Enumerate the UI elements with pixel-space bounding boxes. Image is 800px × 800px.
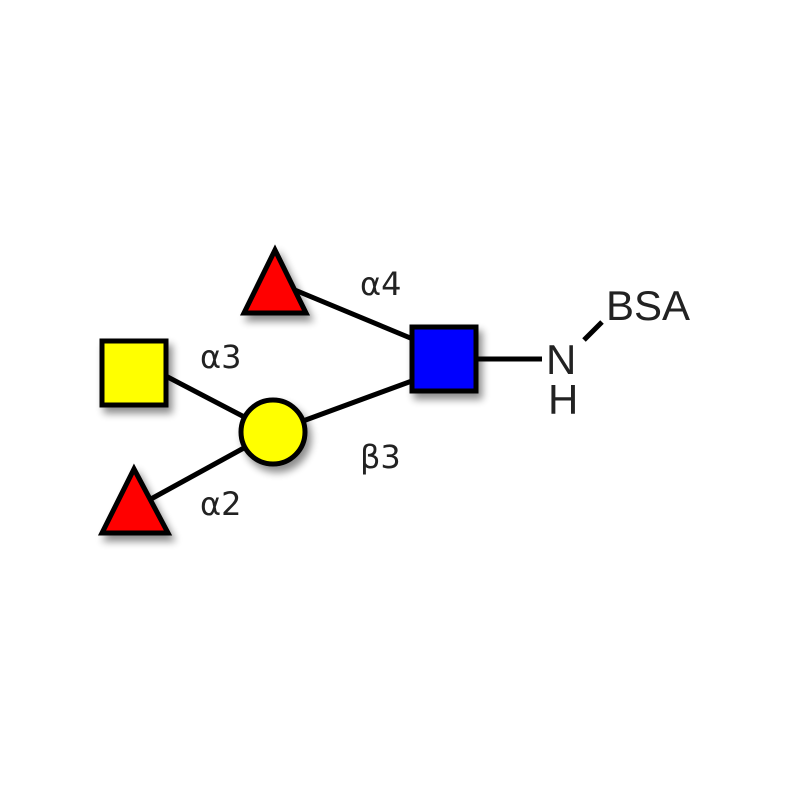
linkage-beta3: β3 <box>360 438 401 476</box>
linkage-alpha2: α2 <box>200 485 241 523</box>
fucose-triangle-bottom <box>97 463 173 536</box>
galnac-square <box>99 338 169 408</box>
bsa-label: BSA <box>606 282 690 329</box>
glcnac-square <box>409 324 479 394</box>
linkage-alpha3: α3 <box>200 338 241 376</box>
bond-bsa <box>582 320 604 342</box>
nitrogen-label: N <box>546 336 576 383</box>
fucose-triangle-top <box>239 244 311 316</box>
hydrogen-label: H <box>548 376 578 423</box>
linkage-alpha4: α4 <box>360 265 401 303</box>
bond-fuc-top <box>289 285 421 345</box>
galactose-circle <box>238 397 308 467</box>
